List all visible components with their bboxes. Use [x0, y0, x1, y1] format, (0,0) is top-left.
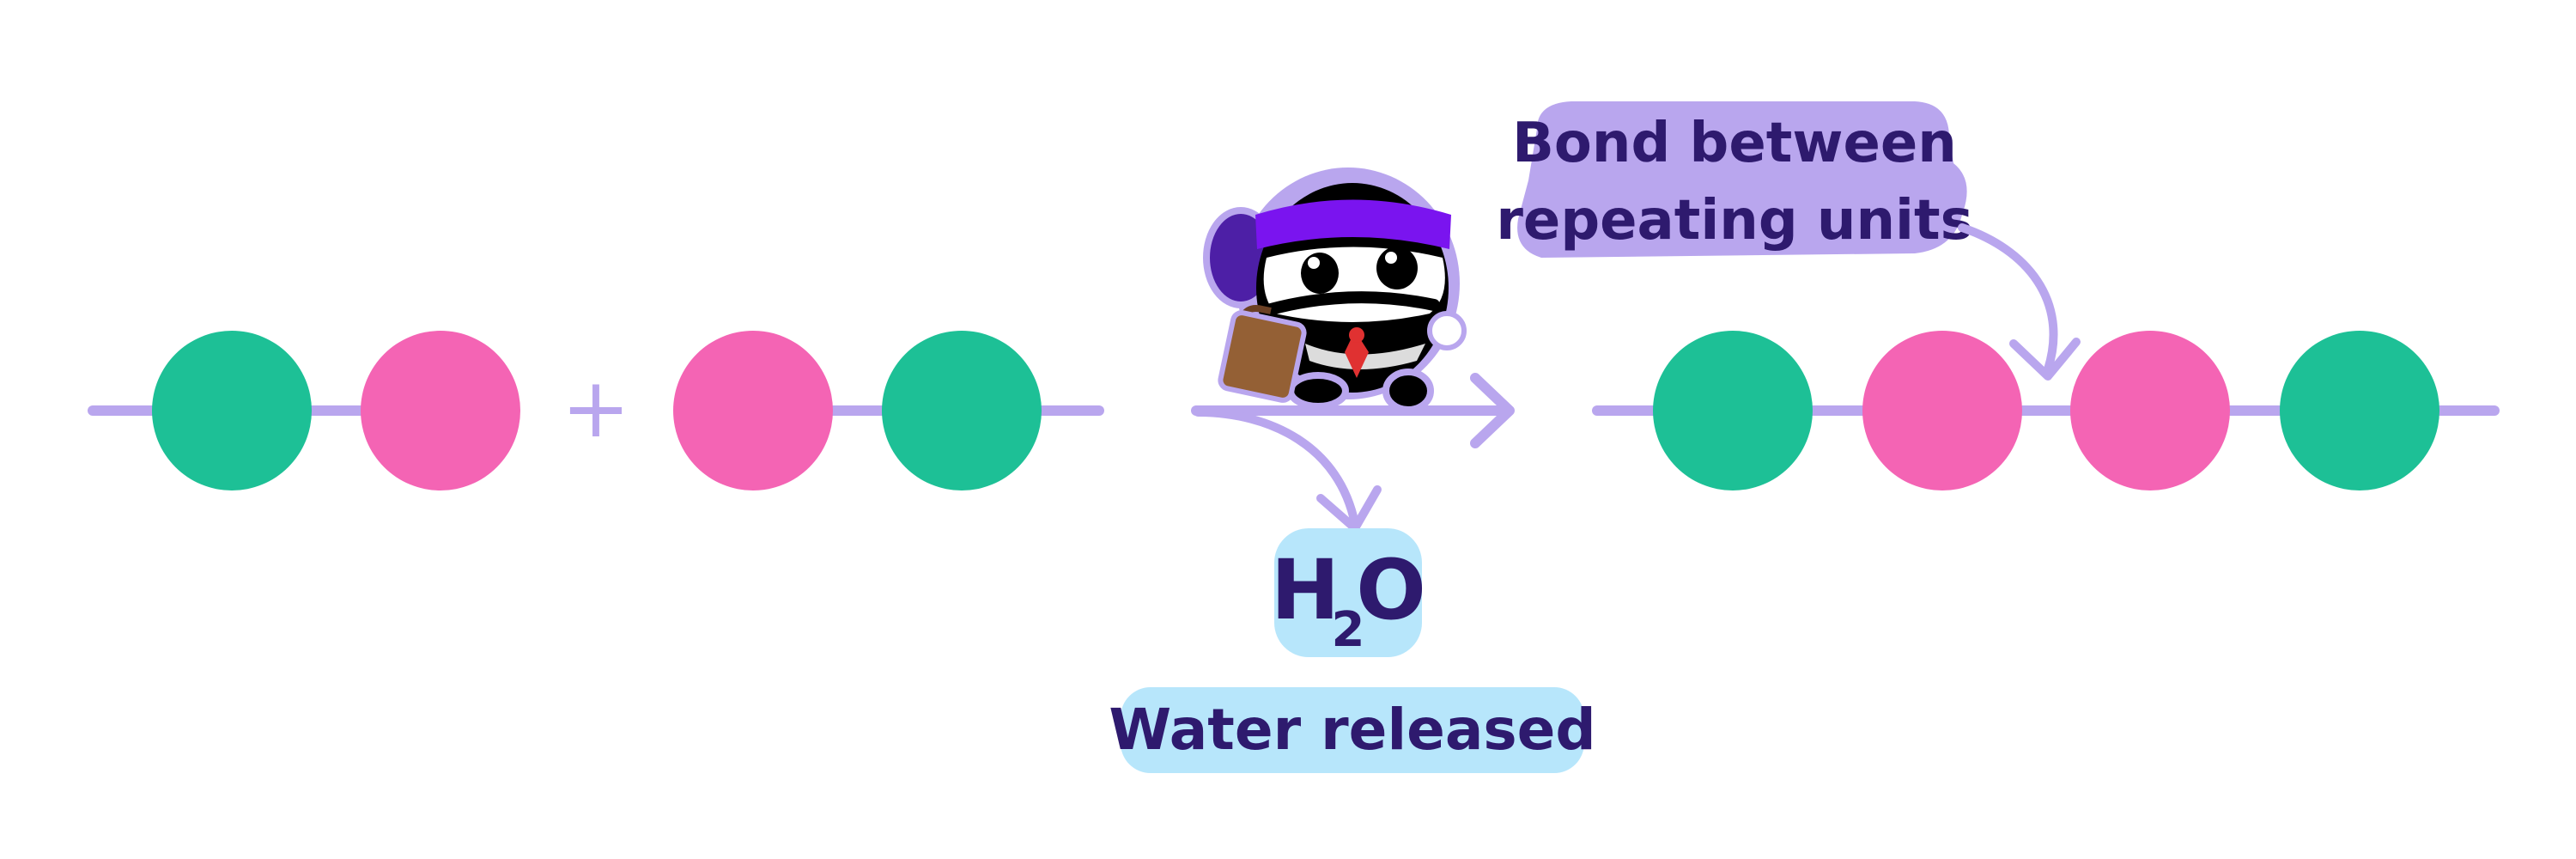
bond-label-background: [1517, 101, 1967, 258]
arrow-right-head: [1470, 373, 1515, 448]
mascot-tie: [1345, 331, 1369, 378]
reactant-1-green-unit: [152, 331, 312, 490]
mascot-headband: [1255, 199, 1451, 249]
reactant-1-pink-unit: [361, 331, 520, 490]
reactant-2: [673, 331, 1104, 490]
bond-label: Bond between repeating units: [1496, 101, 2081, 381]
product-pink-unit-2: [2070, 331, 2230, 490]
water-formula-o: O: [1356, 542, 1426, 638]
water-formula-background: [1274, 528, 1422, 657]
water-formula-h: H: [1271, 542, 1340, 638]
water-caption-background: [1121, 687, 1584, 773]
plus-sign: +: [562, 360, 630, 456]
water-formula: H 2 O: [1271, 528, 1426, 658]
polymer-product: [1592, 331, 2500, 490]
water-caption: Water released: [1109, 687, 1596, 773]
product-green-unit-2: [2280, 331, 2439, 490]
reactant-2-pink-unit: [673, 331, 833, 490]
product-pink-unit-1: [1862, 331, 2022, 490]
bond-pointer-arrow: [1958, 223, 2058, 374]
water-formula-subscript: 2: [1332, 602, 1365, 658]
briefcase-icon: [1218, 305, 1307, 403]
reactant-2-green-unit: [882, 331, 1042, 490]
water-release-arrow: [1194, 408, 1359, 528]
product-green-unit-1: [1653, 331, 1813, 490]
bond-pointer-arrow-head: [2009, 338, 2081, 381]
ninja-mascot-icon: [1203, 168, 1467, 413]
water-caption-text: Water released: [1109, 697, 1595, 763]
reactant-1: [88, 331, 520, 490]
bond-label-line-2: repeating units: [1496, 189, 1972, 253]
bond-label-line-1: Bond between: [1512, 112, 1957, 175]
reaction-arrow: [1191, 373, 1515, 533]
